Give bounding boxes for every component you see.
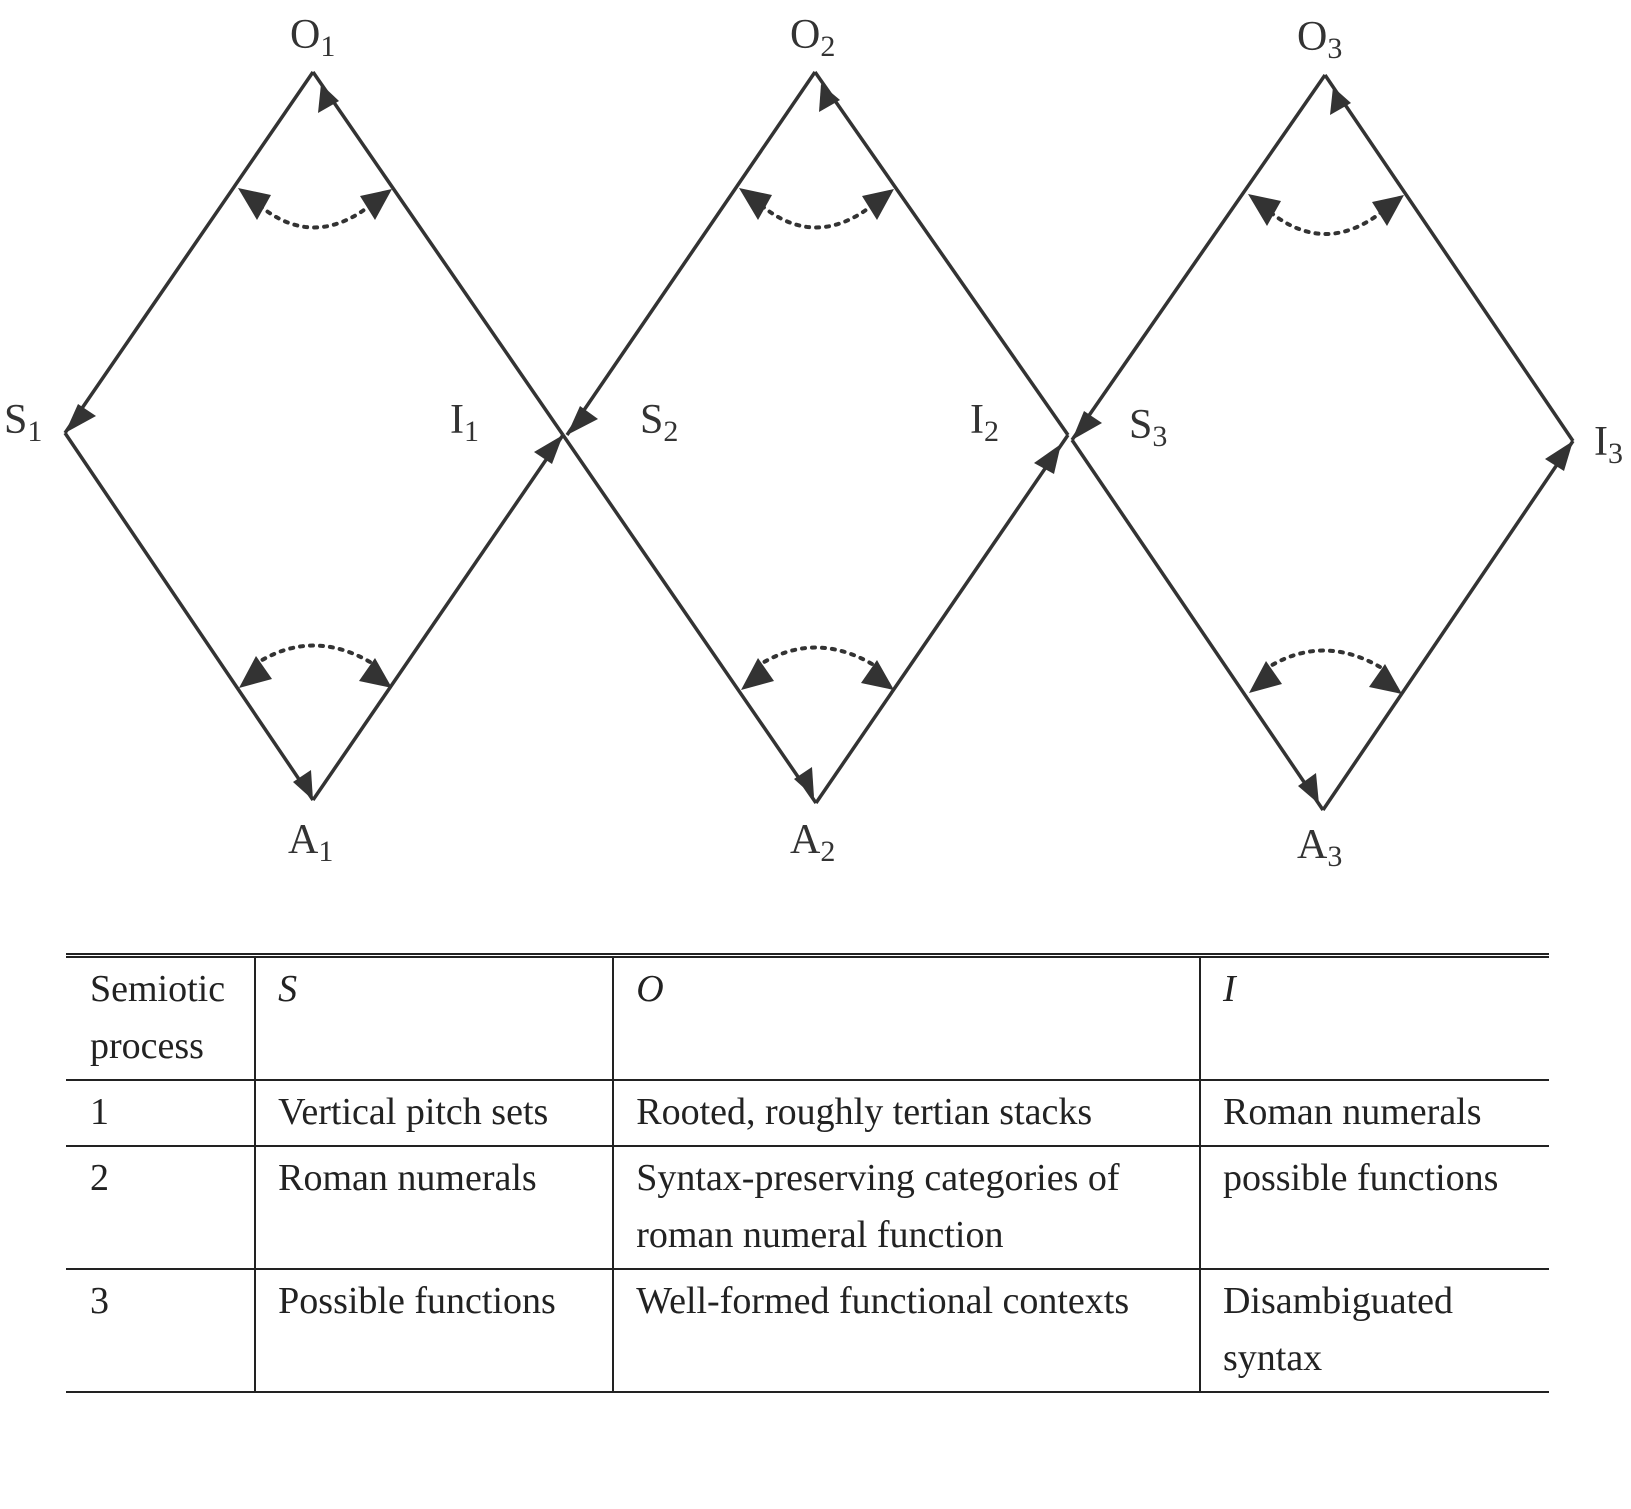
edge-o3-s3 — [1070, 74, 1327, 441]
dotted-arc-bottom-1 — [252, 643, 377, 667]
arrowhead-o1 — [318, 84, 339, 113]
arrowhead-o3 — [1330, 87, 1351, 115]
arrowhead-a2 — [794, 767, 814, 797]
arc-arrow-top-left-1 — [238, 188, 271, 220]
edge-a3-i3 — [1321, 440, 1575, 811]
arc-arrow-top-right-1 — [360, 189, 392, 220]
arrowhead-a3 — [1298, 773, 1319, 804]
row-s-cell: Roman numerals — [254, 1145, 614, 1269]
label-a3: A3 — [1297, 822, 1342, 873]
arc-arrow-bottom-right-2 — [861, 660, 894, 690]
dotted-arc-bottom-2 — [754, 645, 879, 669]
table-header-row: Semiotic process S O I — [66, 955, 1549, 1080]
edge-s2-a2 — [561, 434, 818, 804]
arrowhead-s3 — [1072, 411, 1102, 440]
label-o3: O3 — [1297, 14, 1342, 65]
arc-arrow-top-right-2 — [862, 189, 894, 220]
edge-a1-i1 — [311, 434, 565, 801]
arc-arrow-top-right-3 — [1372, 195, 1404, 226]
edge-s3-a3 — [1070, 439, 1325, 811]
edge-i1-o1 — [311, 71, 565, 436]
edge-a2-i2 — [814, 434, 1070, 804]
row-o-cell: Well-formed functional contexts — [612, 1268, 1200, 1392]
arc-arrow-bottom-left-3 — [1249, 661, 1282, 693]
arrowhead-i2 — [1034, 444, 1061, 474]
table-row: 3 Possible functions Well-formed functio… — [66, 1268, 1549, 1392]
semiotic-process-table: Semiotic process S O I 1 Vertical pitch … — [66, 953, 1549, 1393]
header-semiotic-process: Semiotic process — [90, 968, 226, 1067]
arrowhead-i3 — [1545, 441, 1573, 471]
row-i-cell: Roman numerals — [1198, 1079, 1549, 1146]
header-s: S — [254, 955, 614, 1080]
row-i-cell: Disambiguated syntax — [1198, 1268, 1549, 1392]
row-i-cell: possible functions — [1198, 1145, 1549, 1269]
label-i2: I2 — [970, 397, 999, 448]
row-s-cell: Vertical pitch sets — [254, 1079, 614, 1146]
dotted-arc-top-1 — [250, 197, 380, 230]
arc-arrow-top-left-2 — [739, 188, 772, 220]
row-process-number: 1 — [66, 1079, 256, 1146]
edge-s1-a1 — [63, 432, 315, 801]
edge-i3-o3 — [1323, 74, 1575, 442]
semiotic-diagram: O1 S1 I1 A1 O2 S2 I2 A2 O3 S3 I3 A3 — [4, 12, 1623, 873]
row-o-cell: Rooted, roughly tertian stacks — [612, 1079, 1200, 1146]
label-i3: I3 — [1594, 419, 1623, 470]
row-o-cell: Syntax-preserving categories of roman nu… — [612, 1145, 1200, 1269]
arrowhead-s1 — [65, 404, 96, 433]
row-s-cell: Possible functions — [254, 1268, 614, 1392]
arrowhead-i1 — [534, 435, 563, 464]
label-i1: I1 — [450, 397, 479, 448]
table-row: 1 Vertical pitch sets Rooted, roughly te… — [66, 1079, 1549, 1146]
table-row: 2 Roman numerals Syntax-preserving categ… — [66, 1145, 1549, 1269]
label-a2: A2 — [790, 817, 835, 868]
arc-arrow-bottom-left-2 — [741, 658, 774, 690]
edge-i2-o2 — [813, 70, 1070, 437]
dotted-arc-top-3 — [1261, 204, 1391, 236]
label-a1: A1 — [288, 817, 333, 868]
edge-o1-s1 — [63, 71, 315, 434]
arc-arrow-bottom-right-3 — [1369, 664, 1402, 694]
label-o2: O2 — [790, 12, 835, 63]
row-process-number: 2 — [66, 1145, 256, 1269]
arrowhead-o2 — [819, 84, 840, 112]
arc-arrow-bottom-left-1 — [239, 656, 272, 688]
semiotic-process-1 — [63, 71, 565, 801]
semiotic-process-2 — [561, 70, 1070, 804]
dotted-arc-top-2 — [752, 197, 882, 230]
arc-arrow-bottom-right-1 — [359, 658, 392, 688]
row-process-number: 3 — [66, 1268, 256, 1392]
label-s1: S1 — [4, 397, 42, 448]
label-s3: S3 — [1129, 402, 1167, 453]
semiotic-process-3 — [1070, 74, 1575, 811]
label-s2: S2 — [640, 397, 678, 448]
label-o1: O1 — [290, 12, 335, 63]
arrowhead-s2 — [567, 406, 598, 435]
arrowhead-a1 — [293, 770, 313, 800]
header-o: O — [612, 955, 1200, 1080]
dotted-arc-bottom-3 — [1262, 648, 1387, 672]
header-i: I — [1198, 955, 1549, 1080]
arc-arrow-top-left-3 — [1248, 194, 1281, 226]
edge-o2-s2 — [565, 71, 817, 436]
